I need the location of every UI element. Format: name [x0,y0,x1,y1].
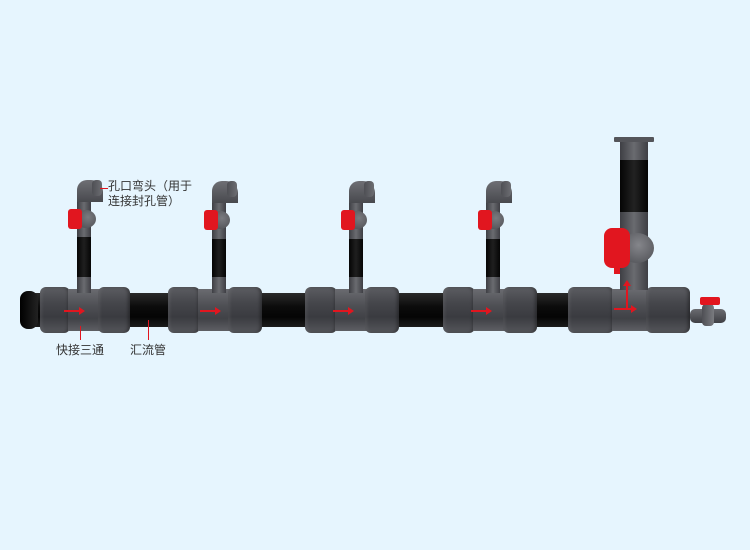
riser-black-section [486,237,500,277]
tee-coupler-left [168,287,200,333]
drain-valve-knob [702,304,714,326]
up-arrowhead [623,280,631,286]
elbow-label-line1: 孔口弯头（用于 [108,179,193,193]
manifold-label: 汇流管 [130,343,167,357]
tee-leader-line [80,326,81,340]
tee-coupler-right [228,287,262,333]
elbow-outlet [227,181,237,197]
flow-arrow-icon [200,307,221,315]
tee-coupler-right [503,287,537,333]
elbow-outlet [501,181,511,197]
tee-coupler-right [365,287,399,333]
elbow-label-line2: 连接封孔管） [108,194,181,208]
outlet-black-section [620,160,648,212]
outlet-flange [614,137,654,142]
riser-black-section [77,235,91,277]
outlet-valve-handle-stem [614,260,620,274]
outlet-coupler-right [646,287,690,333]
riser-black-section [212,237,226,277]
riser-black-section [349,237,363,277]
tee-coupler-left [305,287,337,333]
flow-arrow-icon [614,305,637,313]
drain-valve-handle-icon[interactable] [700,297,720,305]
pipe-left-end-cap [20,291,38,329]
valve-handle-icon[interactable] [204,210,218,230]
up-arrow-icon [626,284,628,308]
riser-lower [77,275,91,293]
flow-arrow-icon [64,307,85,315]
valve-handle-icon[interactable] [68,209,82,229]
riser-lower [349,275,363,293]
valve-handle-icon[interactable] [478,210,492,230]
elbow-outlet [364,181,374,197]
riser-lower [486,275,500,293]
flow-arrow-icon [471,307,492,315]
outlet-tee-center [612,289,648,331]
elbow-leader-line [100,188,108,189]
valve-handle-icon[interactable] [341,210,355,230]
tee-label: 快接三通 [56,343,105,357]
flow-arrow-icon [333,307,354,315]
outlet-coupler-left [568,287,614,333]
riser-lower [212,275,226,293]
elbow-outlet [92,180,102,196]
tee-coupler-left [443,287,475,333]
manifold-leader-line [148,320,149,340]
tee-coupler-right [98,287,130,333]
